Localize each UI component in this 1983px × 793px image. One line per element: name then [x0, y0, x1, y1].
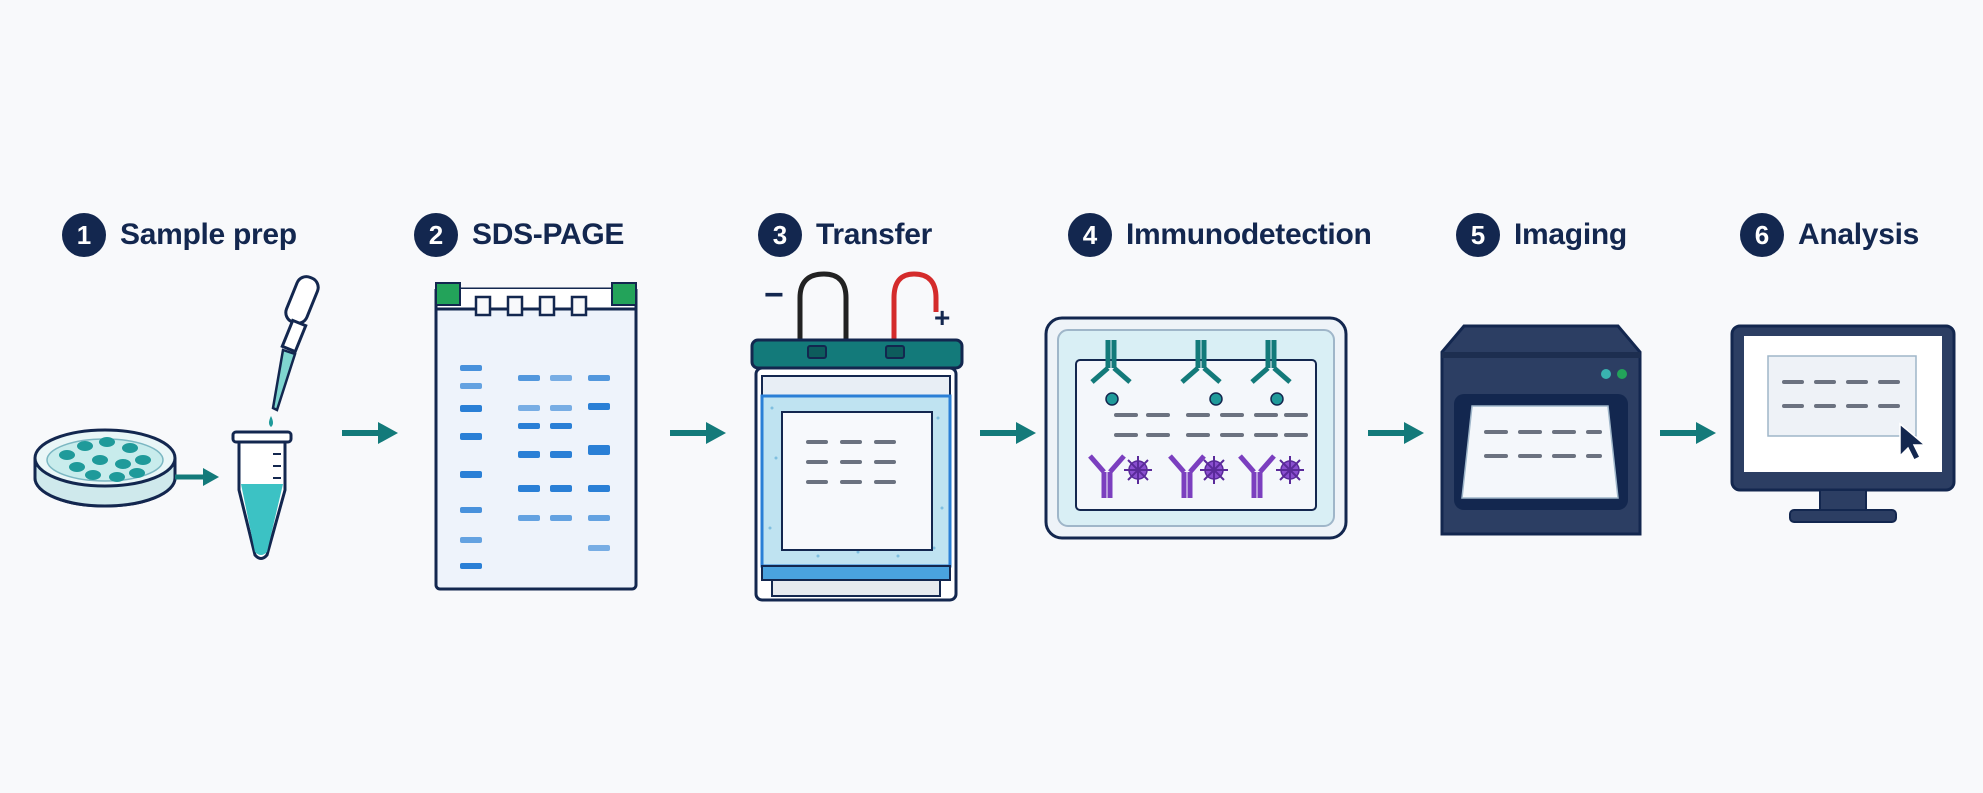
antibody-tray-icon: [1044, 316, 1348, 540]
step-2-number: 2: [414, 213, 458, 257]
imager-icon: [1440, 324, 1642, 536]
gel-icon: [434, 282, 638, 591]
flow-arrow-1-icon: [342, 422, 398, 444]
primary-antibody-icons: [1090, 340, 1292, 384]
transfer-cassette-icon: [750, 271, 964, 602]
step-4-header: 4 Immunodetection: [1068, 212, 1372, 258]
step-5-number: 5: [1456, 213, 1500, 257]
step-5-title: Imaging: [1514, 218, 1627, 251]
flow-arrow-4-icon: [1368, 422, 1424, 444]
step-3-header: 3 Transfer: [758, 212, 932, 258]
step-1-number: 1: [62, 213, 106, 257]
step-1-title: Sample prep: [120, 218, 297, 251]
step-3-title: Transfer: [816, 218, 932, 251]
membrane-bands: [1114, 413, 1308, 437]
transfer-cassette: − +: [748, 268, 968, 608]
step-4-title: Immunodetection: [1126, 218, 1372, 251]
flow-arrow-2-icon: [670, 422, 726, 444]
step-2-title: SDS-PAGE: [472, 218, 625, 251]
gel-bands: [460, 365, 610, 569]
cursor-icon: [1899, 422, 1928, 462]
flow-arrow-5-icon: [1660, 422, 1716, 444]
negative-electrode-label: −: [764, 276, 784, 314]
step-6-title: Analysis: [1798, 218, 1919, 251]
monitor-icon: [1730, 324, 1956, 523]
petri-dish-pipette-tube-icon: [33, 275, 320, 560]
secondary-antibody-icons: [1088, 454, 1276, 498]
pipette-icon: [269, 275, 320, 427]
step-5-header: 5 Imaging: [1456, 212, 1627, 258]
step-3-number: 3: [758, 213, 802, 257]
flow-arrow-3-icon: [980, 422, 1036, 444]
step-6-number: 6: [1740, 213, 1784, 257]
step-1-header: 1 Sample prep: [62, 212, 297, 258]
step-4-number: 4: [1068, 213, 1112, 257]
petri-dish-icon: [33, 428, 177, 508]
step-6-header: 6 Analysis: [1740, 212, 1919, 258]
step-2-header: 2 SDS-PAGE: [414, 212, 624, 258]
tube-icon: [231, 430, 293, 560]
positive-electrode-label: +: [934, 302, 951, 333]
inner-arrow-icon: [175, 468, 219, 486]
